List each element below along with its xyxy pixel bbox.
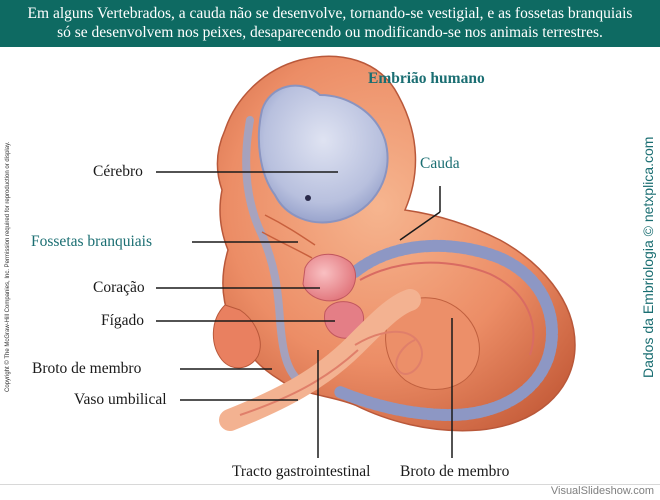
- label-figado: Fígado: [101, 312, 145, 329]
- label-cerebro: Cérebro: [93, 163, 143, 180]
- watermark-bar: VisualSlideshow.com: [0, 485, 660, 500]
- spinal-tail: [334, 239, 558, 422]
- label-fossetas-branquiais: Fossetas branquiais: [31, 233, 152, 250]
- brain-vesicle: [242, 84, 389, 384]
- footer-divider: [0, 484, 660, 485]
- umbilical-cord: [219, 289, 423, 431]
- watermark-text: VisualSlideshow.com: [550, 485, 654, 497]
- pharyngeal-arches: [261, 214, 316, 259]
- copyright-notice: Copyright © The McGraw-Hill Companies, I…: [5, 141, 11, 392]
- header-line-1: Em alguns Vertebrados, a cauda não se de…: [27, 5, 633, 22]
- label-vaso-umbilical: Vaso umbilical: [74, 391, 167, 408]
- heart: [302, 253, 357, 302]
- label-cauda: Cauda: [420, 155, 460, 172]
- label-tracto-gastrointestinal: Tracto gastrointestinal: [232, 463, 371, 480]
- header-banner: Em alguns Vertebrados, a cauda não se de…: [0, 0, 660, 47]
- embryo-illustration: [156, 55, 576, 458]
- label-broto-membro-bottom: Broto de membro: [400, 463, 510, 480]
- diagram-title: Embrião humano: [368, 70, 485, 87]
- side-credit-text: Dados da Embriologia © netxplica.com: [640, 136, 656, 378]
- label-broto-membro-left: Broto de membro: [32, 360, 142, 377]
- label-coracao: Coração: [93, 279, 145, 296]
- header-line-2: só se desenvolvem nos peixes, desaparece…: [57, 24, 603, 41]
- leader-lines: [156, 171, 453, 458]
